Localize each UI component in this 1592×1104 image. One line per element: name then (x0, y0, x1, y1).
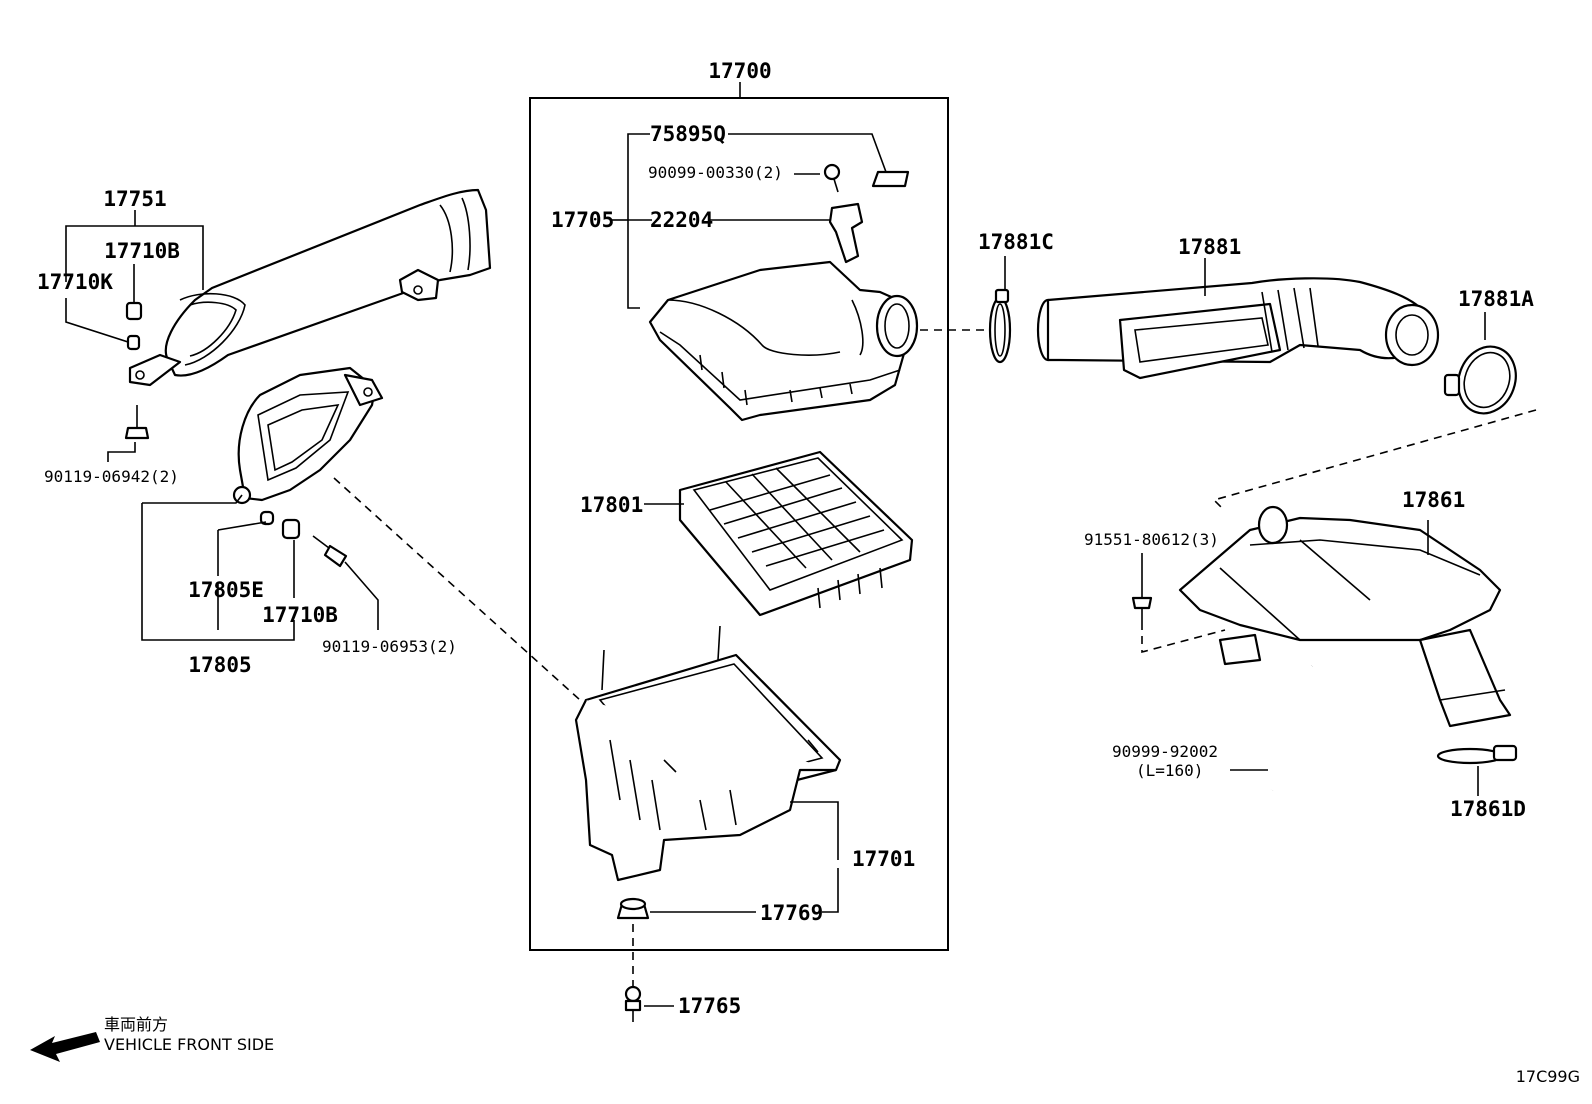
part-17701-lower-case (574, 625, 842, 882)
label-17710K: 17710K (37, 270, 113, 294)
dashed-connection-inlet (333, 477, 581, 701)
leader-17805E (217, 521, 267, 531)
part-90119-06953-bolt (312, 535, 348, 568)
label-90099-00330: 90099-00330(2) (648, 163, 783, 182)
part-17881A-clamp (1443, 345, 1517, 415)
label-17881: 17881 (1178, 235, 1241, 259)
part-17710B-grommet-top (125, 301, 143, 321)
part-17710K-collar (126, 334, 141, 351)
part-75895Q-label (871, 170, 910, 188)
part-17881C-clamp (988, 288, 1012, 364)
label-17705: 17705 (551, 208, 614, 232)
diagram-code: 17C99G (1516, 1067, 1580, 1086)
label-17805: 17805 (188, 653, 251, 677)
part-17765-pin (624, 985, 642, 1022)
label-75895Q: 75895Q (650, 122, 726, 146)
label-90999-92002-length: (L=160) (1136, 761, 1203, 780)
part-17805-inlet (232, 366, 384, 505)
leader-17701-lower (822, 868, 839, 913)
label-90999-92002: 90999-92002 (1112, 742, 1218, 761)
dashed-connection-hose (1212, 409, 1537, 511)
part-90119-06942-bolt (124, 405, 150, 440)
label-17769: 17769 (760, 901, 823, 925)
part-17769-grommet (616, 897, 650, 920)
part-17861D-clamp (1436, 744, 1518, 765)
label-17801: 17801 (580, 493, 643, 517)
assembly-frame-17700 (529, 97, 949, 951)
front-direction-arrow-icon (30, 1032, 100, 1062)
label-90119-06942: 90119-06942(2) (44, 467, 179, 486)
leader-17705-bracket (627, 133, 650, 309)
part-17710B-grommet-bottom (281, 518, 301, 540)
part-17861-air-intake (1178, 505, 1512, 728)
part-91551-80612-bolt (1131, 596, 1153, 630)
label-17861D: 17861D (1450, 797, 1526, 821)
label-17751: 17751 (103, 187, 166, 211)
label-17881A: 17881A (1458, 287, 1534, 311)
label-17805E: 17805E (188, 578, 264, 602)
leader-17805-bracket-top (142, 494, 243, 504)
label-17861: 17861 (1402, 488, 1465, 512)
part-17705-upper-cover (648, 260, 919, 422)
part-17801-air-filter-element (678, 450, 914, 617)
leader-75895Q (728, 133, 887, 173)
part-17751-intake-duct (128, 188, 492, 387)
part-17805E-clip (259, 510, 275, 526)
label-17701: 17701 (852, 847, 915, 871)
leader-17701-upper (790, 801, 839, 860)
label-17881C: 17881C (978, 230, 1054, 254)
part-22204-mass-air-flow-sensor (828, 202, 864, 264)
leader-90119-06942 (107, 442, 136, 462)
leader-90119-06953 (344, 561, 379, 630)
label-17710B-bottom: 17710B (262, 603, 338, 627)
label-90119-06953: 90119-06953(2) (322, 637, 457, 656)
dashed-connection-bolt (1141, 629, 1226, 654)
label-17710B-top: 17710B (104, 239, 180, 263)
leader-17710K (65, 298, 129, 343)
part-90999-92002-hose-inner (1269, 665, 1315, 791)
label-17765: 17765 (678, 994, 741, 1018)
label-22204: 22204 (650, 208, 713, 232)
direction-label-jp: 車両前方 (104, 1015, 168, 1034)
part-17881-intake-hose (1036, 277, 1440, 380)
direction-label-en: VEHICLE FRONT SIDE (104, 1035, 274, 1054)
part-90099-00330-screw (823, 163, 841, 193)
leader-17805-bracket (141, 503, 295, 641)
label-17700: 17700 (708, 59, 771, 83)
label-91551-80612: 91551-80612(3) (1084, 530, 1219, 549)
